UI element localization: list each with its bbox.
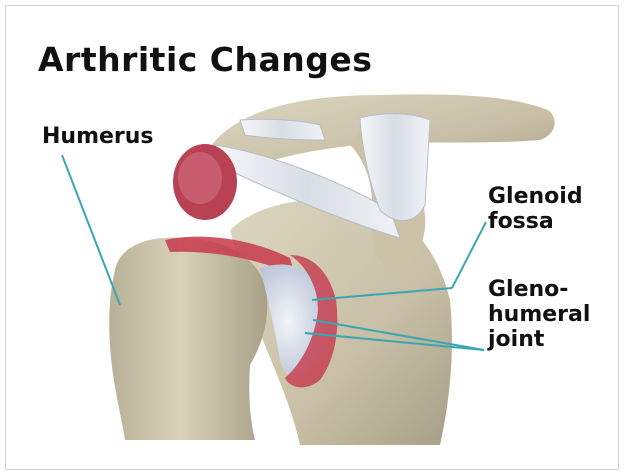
label-humerus-text: Humerus [42,124,154,149]
label-humerus: Humerus [42,124,154,149]
label-gleno-line2: humeral [488,302,590,327]
label-glenoid-line2: fossa [488,209,583,234]
label-glenohumeral-joint: Gleno- humeral joint [488,277,590,352]
humerus-leader-line [62,155,120,305]
label-glenoid-fossa: Glenoid fossa [488,184,583,234]
label-gleno-line1: Gleno- [488,277,590,302]
label-gleno-line3: joint [488,327,590,352]
label-glenoid-line1: Glenoid [488,184,583,209]
glenoid-leader-line [452,222,486,288]
figure-title: Arthritic Changes [38,40,372,79]
humerus-shape [109,237,267,440]
